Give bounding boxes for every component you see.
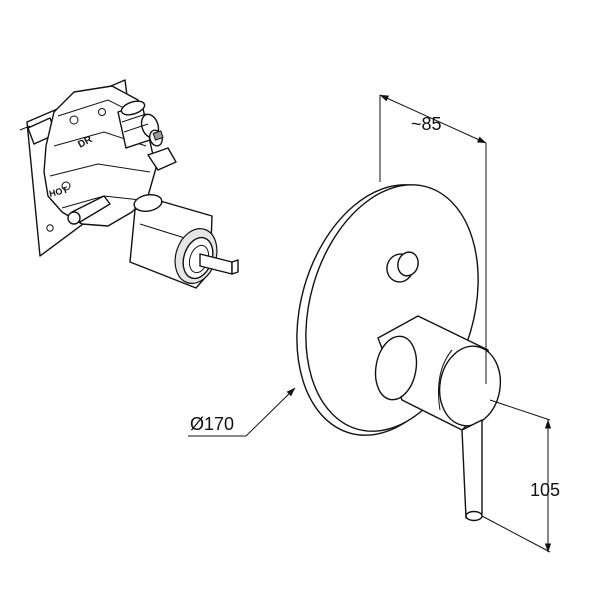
concealed-valve-body: DR HOT bbox=[19, 79, 239, 289]
body-marking-side: HOT bbox=[48, 185, 69, 199]
diameter-leader-line bbox=[245, 387, 296, 437]
depth-dimension-line bbox=[379, 94, 487, 144]
upper-valve-stem bbox=[117, 100, 164, 149]
side-lever bbox=[67, 195, 111, 225]
extension-line bbox=[489, 399, 551, 421]
diverter-knob bbox=[386, 251, 419, 283]
handle-lever bbox=[461, 419, 483, 522]
height-dimension-label: 105 bbox=[530, 480, 560, 500]
top-nipple bbox=[147, 147, 177, 171]
dimension-diameter: Ø170 bbox=[188, 387, 296, 437]
casting-bolt bbox=[69, 115, 79, 125]
mixer-assembly bbox=[296, 184, 502, 522]
casting-bolt bbox=[98, 108, 106, 116]
casting-bolt bbox=[61, 181, 71, 191]
handle-cylinder bbox=[374, 315, 502, 431]
cartridge-cylinder bbox=[129, 194, 239, 289]
plate-hole bbox=[46, 224, 54, 232]
dimension-height: 105 bbox=[481, 399, 560, 553]
extension-line bbox=[481, 515, 551, 553]
depth-dimension-label: ~85 bbox=[411, 114, 442, 134]
diameter-dimension-label: Ø170 bbox=[190, 414, 234, 434]
dimension-depth: ~85 bbox=[379, 94, 487, 384]
